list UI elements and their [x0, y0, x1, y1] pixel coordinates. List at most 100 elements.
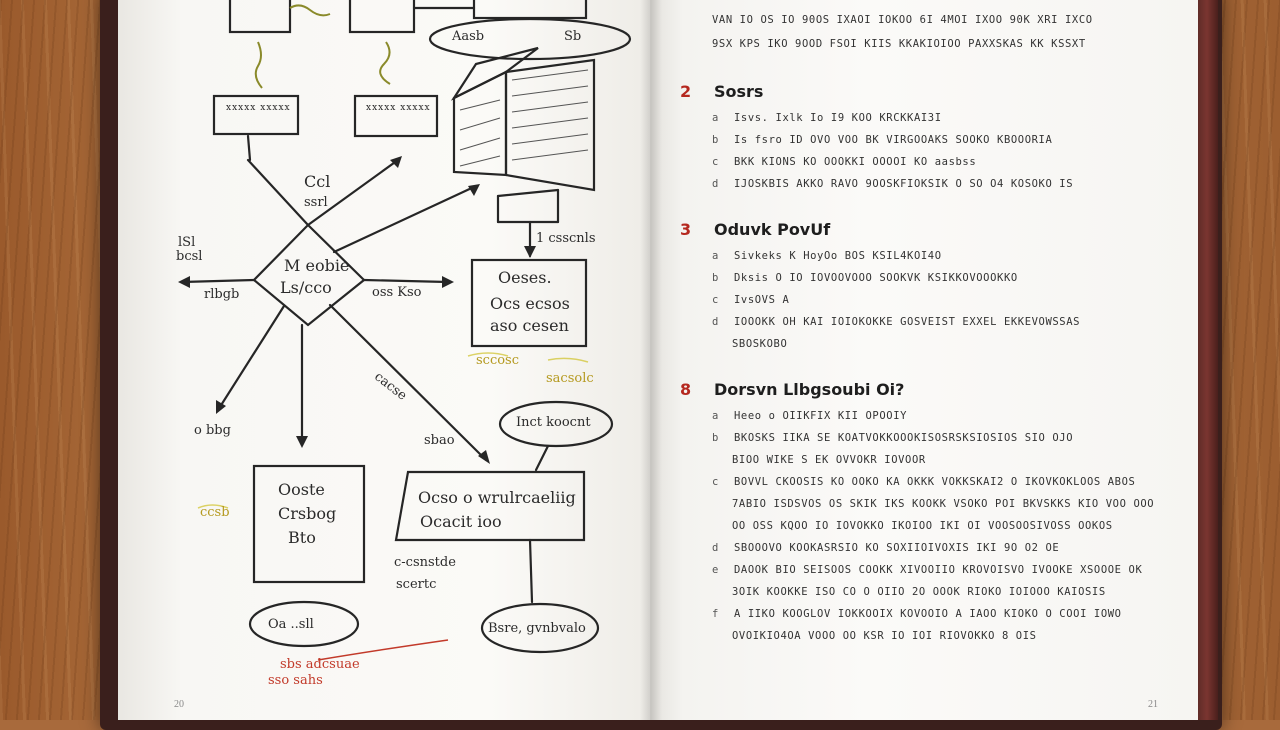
ellipse-bottom-left [248, 600, 360, 648]
section-line: SBOSKOBO [710, 338, 787, 350]
box-1-label: xxxxx xxxxx [226, 103, 291, 113]
book-gutter [640, 0, 662, 720]
line-bullet: e [712, 564, 719, 576]
line-text: BOVVL CKOOSIS KO OOKO KA OKKK VOKKSKAI2 … [734, 476, 1136, 488]
line-text: Is fsro ID OVO VOO BK VIRGOOAKS SOOKO KB… [734, 134, 1053, 146]
section-number: 3 [680, 220, 692, 239]
section-line: a Isvs. Ixlk Io I9 KOO KRCKKAI3I [712, 112, 942, 124]
note-red-2: sso sahs [268, 673, 323, 688]
line-text: Heeo o OIIKFIX KII OPOOIY [734, 410, 908, 422]
section-line: 7ABIO ISDSVOS OS SKIK IKS KOOKK VSOKO PO… [710, 498, 1154, 510]
line-text: BKK KIONS KO OOOKKI OOOOI KO aasbss [734, 156, 977, 168]
section-line: 3OIK KOOKKE ISO CO O OIIO 2O OOOK RIOKO … [710, 586, 1106, 598]
line-text: Dksis O IO IOVOOVOOO SOOKVK KSIKKOVOOOKK… [734, 272, 1018, 284]
right-page: VAN IO OS IO 90OS IXAOI IOKOO 6I 4MOI IX… [650, 0, 1198, 720]
line-text: OVOIKIO4OA VOOO OO KSR IO IOI RIOVOKKO 8… [732, 630, 1037, 642]
box-bottom-left-line-2: Crsbog [278, 504, 337, 523]
left-page-number: 20 [174, 699, 184, 710]
section-line: OVOIKIO4OA VOOO OO KSR IO IOI RIOVOKKO 8… [710, 630, 1037, 642]
top-ellipse-note: Sb [564, 29, 582, 44]
arrowhead-prism [524, 246, 536, 258]
line-text: IvsOVS A [734, 294, 790, 306]
section-title: Oduvk PovUf [714, 220, 831, 239]
arrowhead-down-left [216, 400, 226, 414]
box-right [470, 258, 588, 348]
arrowhead-right [442, 276, 454, 288]
line-bullet: b [712, 272, 719, 284]
line-bullet: a [712, 410, 719, 422]
arrowhead-down-right [478, 450, 490, 464]
line-bullet: a [712, 112, 719, 124]
top-line-1: VAN IO OS IO 90OS IXAOI IOKOO 6I 4MOI IX… [712, 14, 1093, 26]
line-text: A IIKO KOOGLOV IOKKOOIX KOVOOIO A IAOO K… [734, 608, 1122, 620]
line-bullet: b [712, 432, 719, 444]
box-2-label: xxxxx xxxxx [366, 103, 431, 113]
note-right: oss Kso [372, 285, 422, 300]
line-text: BIOO WIKE S EK OVVOKR IOVOOR [732, 454, 926, 466]
notebook-cover-edge [1196, 0, 1218, 720]
line-text: SBOOOVO KOOKASRSIO KO SOXIIOIVOXIS IKI 9… [734, 542, 1060, 554]
line-text: DAOOK BIO SEISOOS COOKK XIVOOIIO KROVOIS… [734, 564, 1143, 576]
note-yellow-1: sccosc [476, 353, 520, 368]
ellipse-right [498, 400, 614, 448]
flowchart-sketch [178, 0, 632, 661]
note-left-2: bcsl [176, 249, 203, 264]
note-red-1: sbs adcsuae [280, 657, 360, 672]
top-ellipse-label: Aasb [452, 29, 485, 44]
line-text: Isvs. Ixlk Io I9 KOO KRCKKAI3I [734, 112, 942, 124]
note-bm-2: scertc [396, 577, 437, 592]
box-bottom-left-line-3: Bto [288, 528, 316, 547]
arrowhead-down [296, 436, 308, 448]
section-line: a Heeo o OIIKFIX KII OPOOIY [712, 410, 907, 422]
note-yellow-2: sacsolc [546, 371, 594, 386]
decision-diamond [252, 223, 366, 327]
line-bullet: d [712, 316, 719, 328]
section-line: b BKOSKS IIKA SE KOATVOKKOOOKISOSRSKSIOSI… [712, 432, 1073, 444]
note-sbao: sbao [424, 433, 455, 448]
box-2 [353, 94, 439, 138]
box-bottom-mid-line-1: Ocso o wrulrcaeliig [418, 488, 576, 507]
note-left-3: rlbgb [204, 287, 240, 302]
arrowhead-up-right [468, 184, 480, 196]
line-text: Sivkeks K HoyOo BOS KSIL4KOI4O [734, 250, 942, 262]
note-left-1: lSl [178, 235, 196, 250]
diamond-label-2: Ls/cco [280, 278, 332, 297]
section-title: Sosrs [714, 82, 764, 101]
ellipse-bottom-right-label: Bsre, gvnbvalo [488, 621, 586, 636]
note-bm-1: c-csnstde [394, 555, 456, 570]
ellipse-right-label: Inct koocnt [516, 415, 591, 430]
section-line: a Sivkeks K HoyOo BOS KSIL4KOI4O [712, 250, 942, 262]
line-text: IOOOKK OH KAI IOIOKOKKE GOSVEIST EXXEL E… [734, 316, 1081, 328]
line-text: 3OIK KOOKKE ISO CO O OIIO 2O OOOK RIOKO … [732, 586, 1106, 598]
prism-right [504, 58, 596, 192]
line-bullet: c [712, 294, 719, 306]
section-line: b Is fsro ID OVO VOO BK VIRGOOAKS SOOKO K… [712, 134, 1052, 146]
top-box-1 [228, 0, 292, 34]
diamond-label-1: M eobie [284, 256, 350, 275]
note-mid: Ccl [304, 172, 331, 191]
section-line: b Dksis O IO IOVOOVOOO SOOKVK KSIKKOVOOOK… [712, 272, 1018, 284]
left-page: Aasb Sb xxxxx xxxxx xxxxx xxxxx M eobie … [118, 0, 650, 720]
section-title: Dorsvn Llbgsoubi Oi? [714, 380, 905, 399]
arrowhead-left [178, 276, 190, 288]
line-text: 7ABIO ISDSVOS OS SKIK IKS KOOKK VSOKO PO… [732, 498, 1155, 510]
top-box-2 [348, 0, 416, 34]
section-line: e DAOOK BIO SEISOOS COOKK XIVOOIIO KROVOI… [712, 564, 1142, 576]
note-mid-2: ssrl [304, 195, 328, 210]
line-bullet: b [712, 134, 719, 146]
top-line-2: 9SX KPS IKO 9OOD FSOI KIIS KKAKIOIOO PAX… [712, 38, 1086, 50]
section-line: BIOO WIKE S EK OVVOKR IOVOOR [710, 454, 926, 466]
ellipse-bottom-right [480, 602, 600, 654]
box-right-line-2: Ocs ecsos [490, 294, 570, 313]
box-right-line-3: aso cesen [490, 316, 569, 335]
section-line: c IvsOVS A [712, 294, 789, 306]
line-bullet: a [712, 250, 719, 262]
line-text: BKOSKS IIKA SE KOATVOKKOOOKISOSRSKSIOSIO… [734, 432, 1074, 444]
note-yellow-3: ccsb [200, 505, 230, 520]
section-line: OO OSS KQOO IO IOVOKKO IKOIOO IKI OI VOO… [710, 520, 1113, 532]
section-number: 8 [680, 380, 692, 399]
